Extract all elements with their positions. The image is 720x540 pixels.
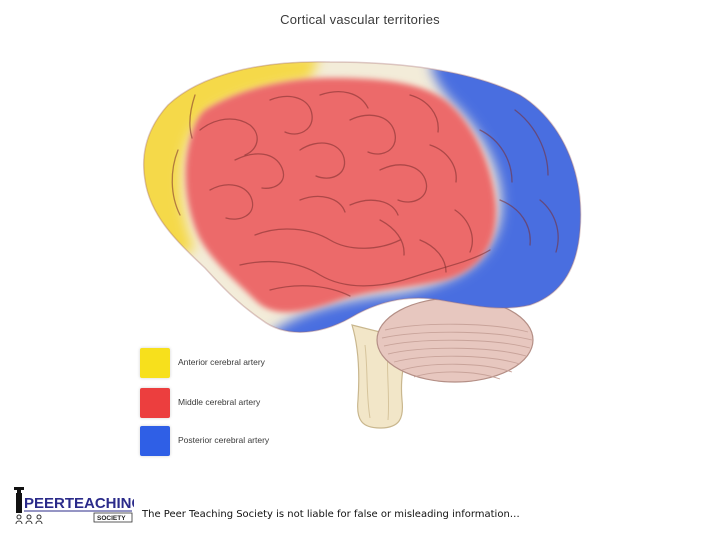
legend-item-anterior: Anterior cerebral artery	[140, 348, 340, 378]
legend-label-posterior: Posterior cerebral artery	[178, 435, 270, 445]
legend-item-posterior: Posterior cerebral artery	[140, 426, 340, 456]
legend-swatch-posterior	[140, 426, 170, 456]
middle-territory	[185, 78, 497, 313]
disclaimer-text: The Peer Teaching Society is not liable …	[142, 509, 520, 520]
logo-text: PEERTEACHING	[24, 495, 134, 512]
legend-item-middle: Middle cerebral artery	[140, 388, 340, 418]
diagram-title: Cortical vascular territories	[280, 12, 440, 27]
anterior-territory	[143, 61, 320, 270]
posterior-territory	[250, 61, 581, 333]
graduate-icon	[14, 487, 24, 513]
people-icon	[15, 514, 43, 525]
legend-label-anterior: Anterior cerebral artery	[178, 357, 265, 367]
cortex-outline	[142, 61, 582, 333]
legend-label-middle: Middle cerebral artery	[178, 397, 261, 407]
legend-swatch-anterior	[140, 348, 170, 378]
logo-subtext: SOCIETY	[97, 515, 126, 522]
peer-teaching-society-logo: PEERTEACHING SOCIETY	[12, 484, 134, 526]
legend-swatch-middle	[140, 388, 170, 418]
